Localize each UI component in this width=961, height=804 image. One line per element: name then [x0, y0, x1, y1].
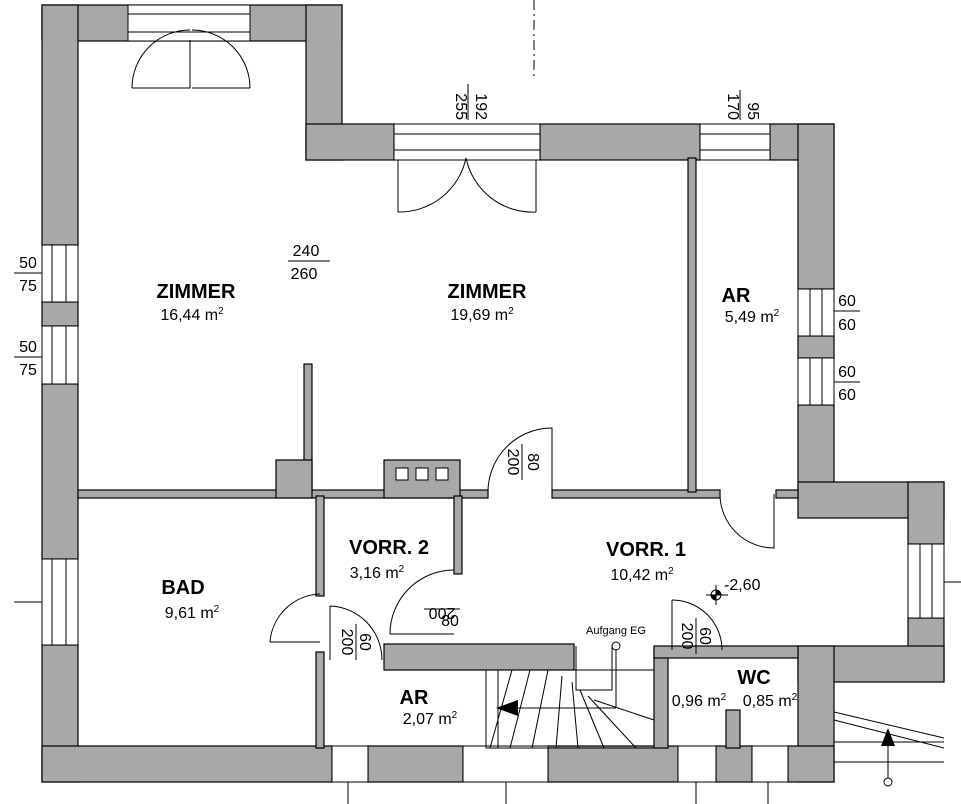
dim-left-window-1-width: 50 [19, 255, 37, 272]
room-name-wc: WC [737, 667, 770, 689]
dim-door-wc-height: 200 [678, 623, 695, 650]
room-area-ar-1: 5,49 m2 [725, 308, 780, 326]
room-area-wc-1: 0,96 m2 [672, 692, 727, 710]
dim-door-vorr2-width: 80 [441, 613, 459, 630]
dim-door-vorr2: 200 [429, 604, 456, 621]
dim-right-window-2-height: 60 [838, 387, 856, 404]
room-area-wc-2: 0,85 m2 [743, 692, 798, 710]
dim-door-bad-height: 200 [338, 629, 355, 656]
dimension-labels: 50 75 50 75 60 60 60 60 240 260 192 255 … [14, 84, 860, 660]
level-value: -2,60 [724, 577, 761, 594]
room-name-zimmer-2: ZIMMER [448, 281, 527, 303]
dim-room-height-finished: 260 [291, 266, 318, 283]
dim-door-vorr1-height: 200 [504, 449, 521, 476]
dim-top-door-width: 192 [472, 93, 489, 120]
dim-top-door-height: 255 [452, 93, 469, 120]
dim-top-door: 192 255 [452, 84, 489, 120]
room-area-vorr-1: 10,42 m2 [610, 566, 674, 584]
dim-door-vorr1-width: 80 [524, 453, 541, 471]
interior-walls [77, 157, 799, 749]
room-area-zimmer-2: 19,69 m2 [450, 306, 514, 324]
room-name-zimmer-1: ZIMMER [157, 281, 236, 303]
room-area-zimmer-1: 16,44 m2 [160, 306, 224, 324]
dim-right-window-2-width: 60 [838, 364, 856, 381]
doors [131, 29, 775, 661]
dim-top-window-right-height: 95 [744, 102, 761, 120]
dim-door-bad-width: 60 [356, 633, 373, 651]
room-area-vorr-2: 3,16 m2 [350, 564, 405, 582]
dim-right-window-1-width: 60 [838, 293, 856, 310]
dim-door-wc: 60 200 [678, 618, 713, 654]
room-labels: ZIMMER 16,44 m2 ZIMMER 19,69 m2 AR 5,49 … [157, 281, 798, 728]
windows [41, 4, 945, 783]
axis-lines [14, 0, 961, 804]
dim-door-wc-width: 60 [696, 627, 713, 645]
room-area-ar-2: 2,07 m2 [403, 710, 458, 728]
dim-left-window-2-width: 50 [19, 339, 37, 356]
dim-door-bad: 60 200 [338, 624, 373, 660]
room-name-bad: BAD [161, 577, 204, 599]
dim-top-window-right-width: 170 [724, 93, 741, 120]
dim-left-window-2-height: 75 [19, 362, 37, 379]
room-name-ar-2: AR [400, 687, 429, 709]
level-marker: -2,60 [706, 577, 761, 605]
staircase [485, 641, 945, 787]
dim-door-vorr1: 80 200 [504, 444, 541, 480]
dim-top-window-right: 95 170 [724, 90, 761, 120]
exterior-walls [41, 4, 945, 783]
room-name-vorr-2: VORR. 2 [349, 537, 429, 559]
room-name-ar-1: AR [722, 285, 751, 307]
dim-door-vorr2-height: 200 [429, 604, 456, 621]
dim-left-window-1-height: 75 [19, 278, 37, 295]
stair-label: Aufgang EG [586, 625, 646, 637]
dim-right-window-1-height: 60 [838, 317, 856, 334]
room-area-bad: 9,61 m2 [165, 604, 220, 622]
dim-room-height-raw: 240 [293, 243, 320, 260]
room-name-vorr-1: VORR. 1 [606, 539, 686, 561]
